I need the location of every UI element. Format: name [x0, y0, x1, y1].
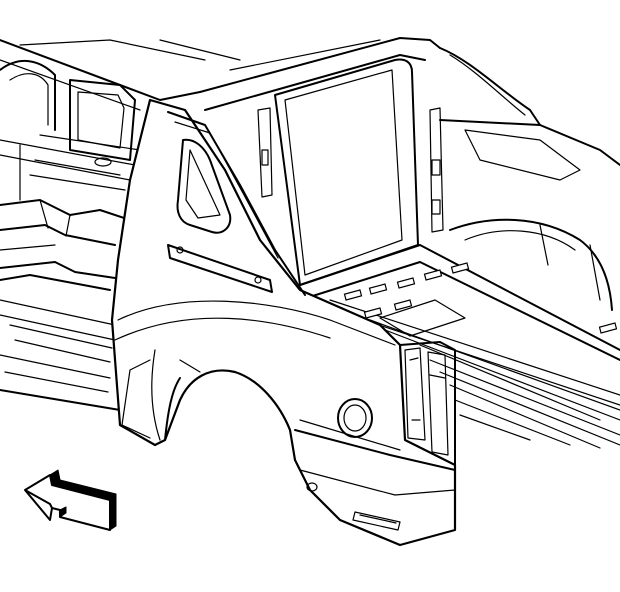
front-direction-arrow-icon [24, 469, 117, 531]
pillar-recess [176, 138, 232, 234]
fuel-filler-door [337, 398, 373, 438]
bed-slots [343, 262, 618, 334]
side-marker-lamp [352, 511, 401, 531]
bed-floor-ribs [329, 299, 620, 449]
cab-interior [0, 39, 241, 411]
rear-cab-wall [199, 37, 541, 286]
bed-floor-plate [379, 299, 466, 337]
cab-floor-ridges [0, 134, 141, 201]
floor-drain-plug [94, 157, 112, 167]
lower-floor-ridges [0, 274, 121, 411]
quarter-panel [110, 98, 457, 547]
cargo-bed [299, 119, 620, 449]
